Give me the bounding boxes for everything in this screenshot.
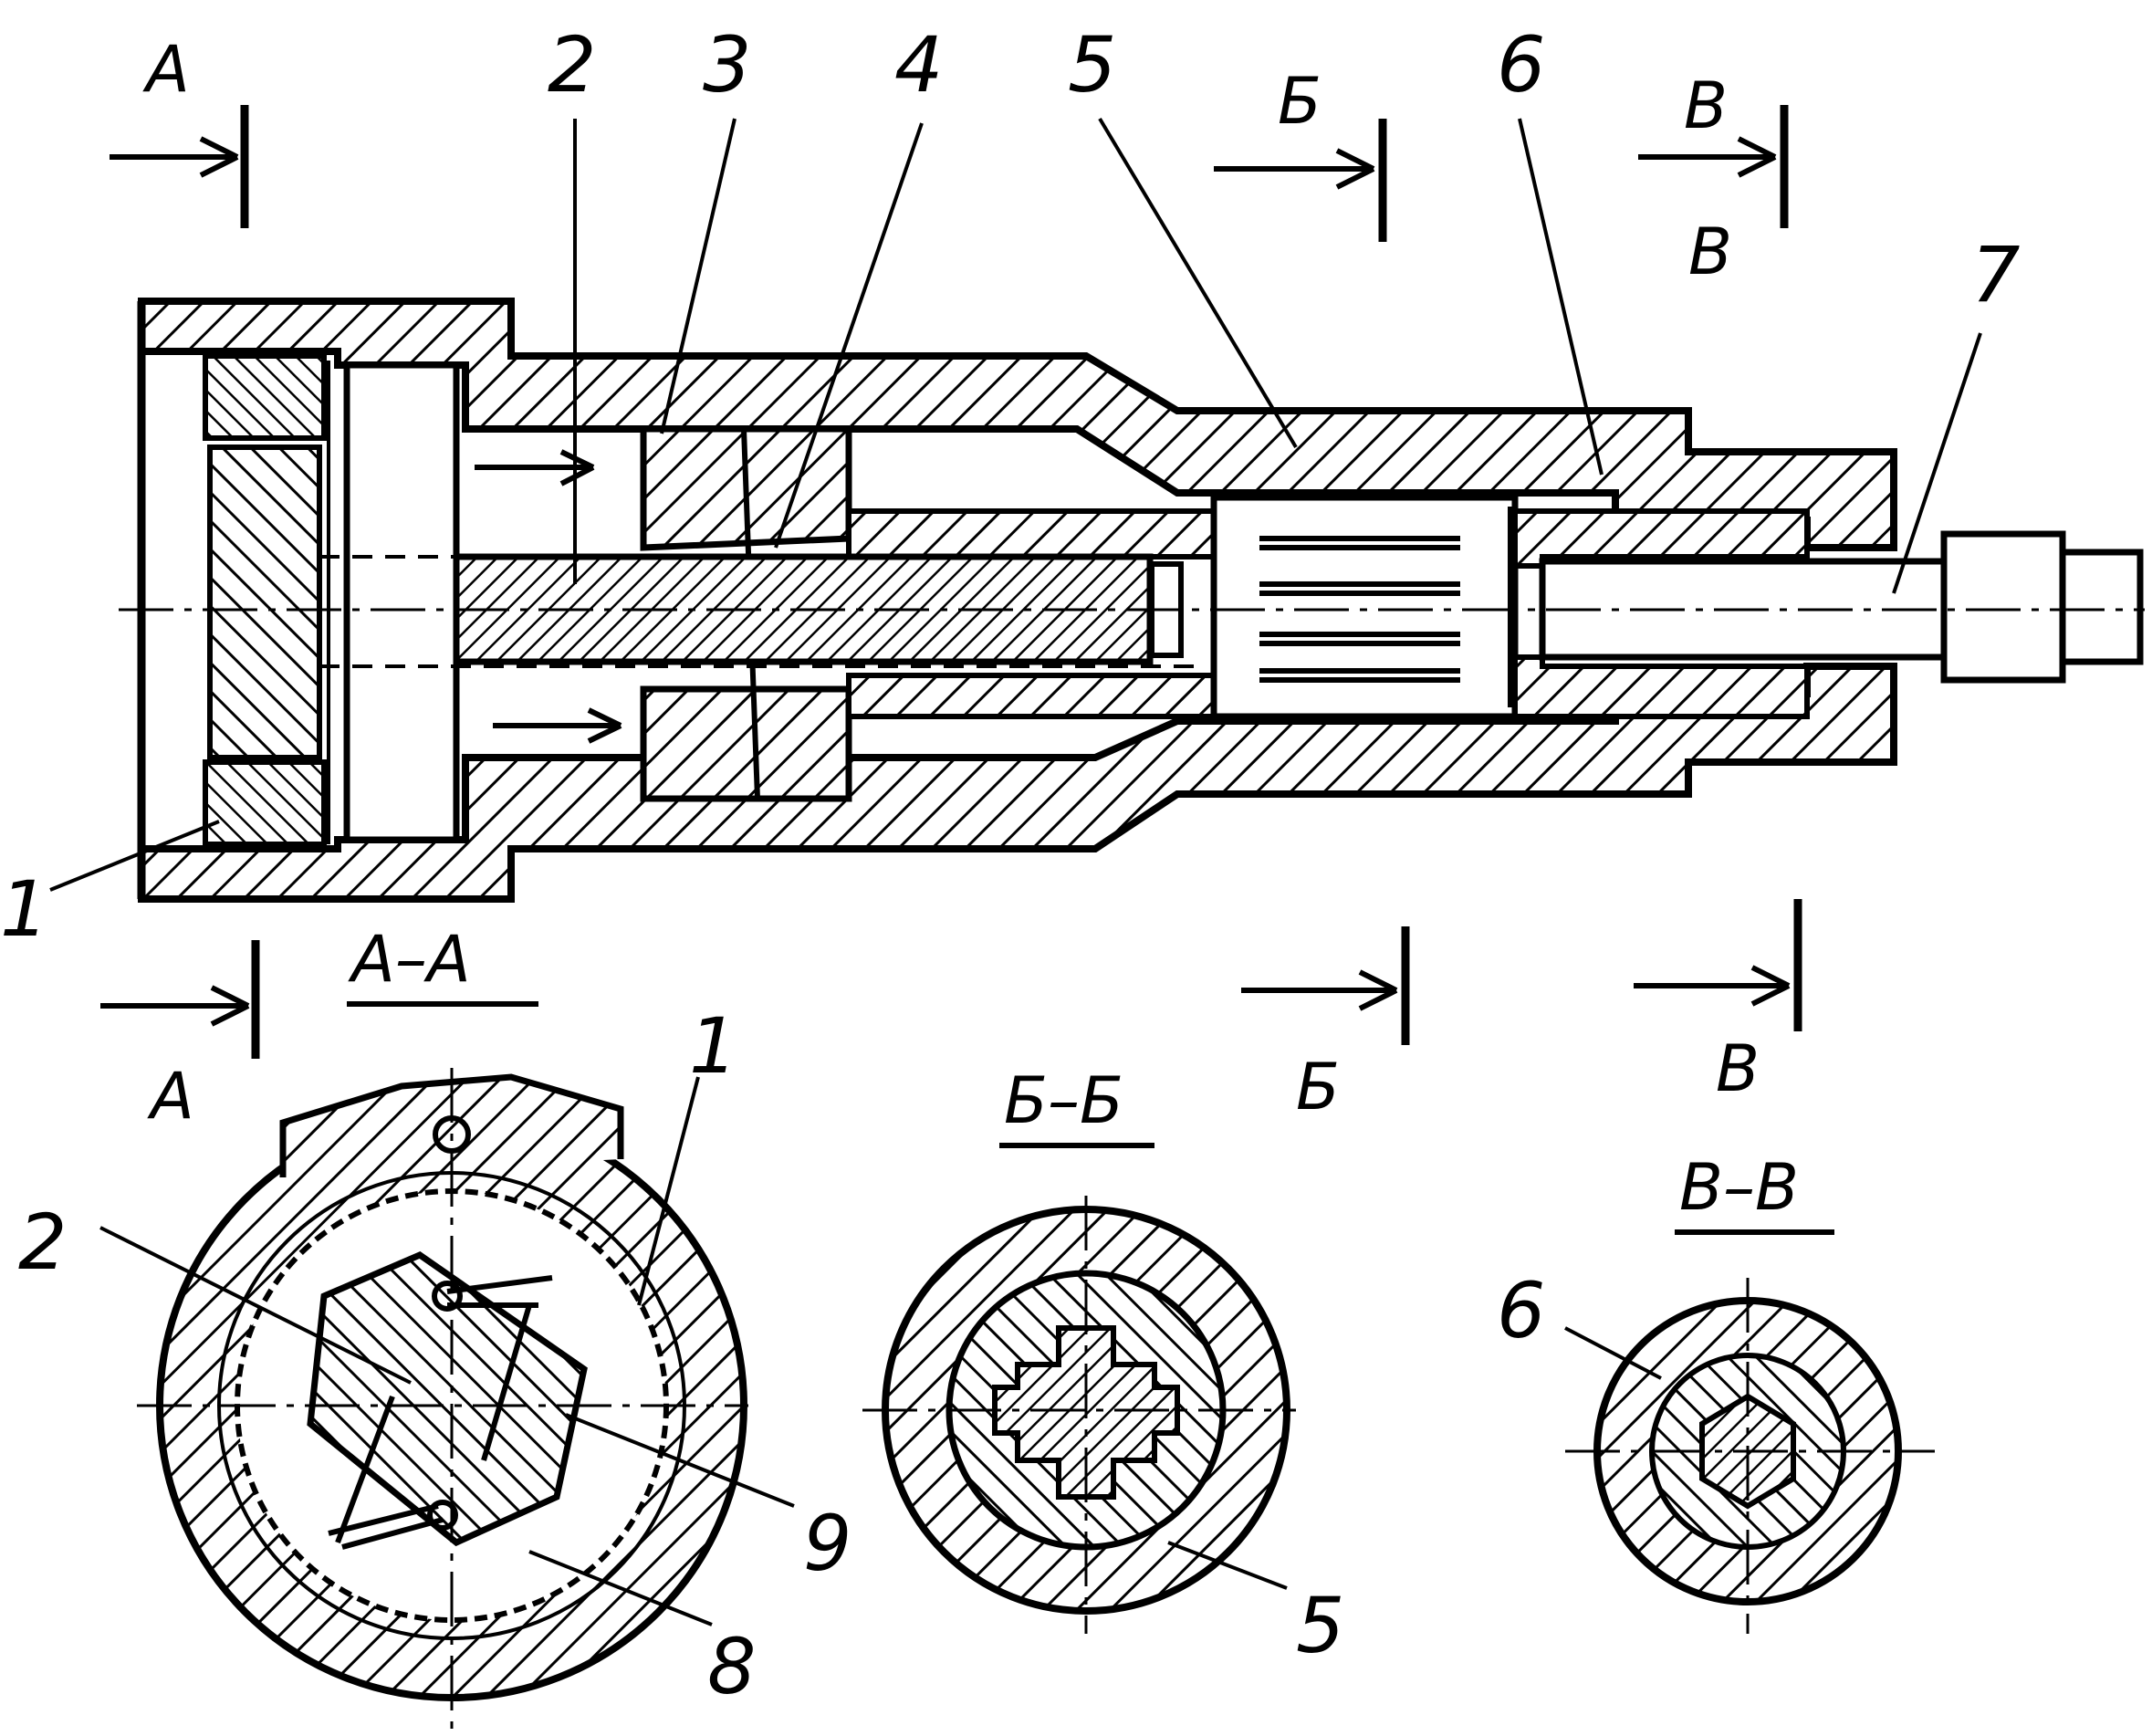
section-a-a-view (137, 1068, 748, 1734)
aa-pawl-upper (446, 1275, 553, 1308)
label-part-7: 7 (1971, 230, 2020, 319)
label-part-5-bb: 5 (1296, 1581, 1344, 1670)
label-part-2-aa: 2 (18, 1197, 67, 1287)
section-b-b-view (862, 1196, 1296, 1634)
mark-v-top-2: В (1688, 214, 1732, 289)
label-part-5-main: 5 (1068, 20, 1116, 110)
label-part-4: 4 (894, 20, 943, 110)
mark-a-bottom: А (147, 1059, 194, 1134)
leader-lines (49, 117, 1982, 1626)
section-titles: А–А Б–Б В–В (347, 922, 1834, 1235)
output-bushing-upper (1512, 508, 1810, 569)
rotor-disc (343, 361, 460, 843)
title-section-b-b: Б–Б (1004, 1063, 1123, 1138)
output-bushing-lower (1512, 654, 1810, 719)
aa-rotor (307, 1251, 588, 1547)
label-part-3: 3 (703, 20, 751, 110)
rotor-ring-upper (203, 353, 327, 441)
label-part-6-vv: 6 (1497, 1266, 1545, 1355)
mark-b-bottom: Б (1296, 1050, 1340, 1124)
inner-sleeve-lower (846, 673, 1217, 719)
section-v-v-view (1565, 1278, 1935, 1634)
label-part-2-main: 2 (548, 20, 596, 110)
label-part-8: 8 (707, 1622, 756, 1711)
nut-lower (640, 685, 852, 802)
spline-slots (1259, 536, 1460, 683)
mark-v-bottom: В (1716, 1031, 1760, 1106)
rotor-ring-lower (203, 759, 327, 847)
mark-v-top: В (1684, 68, 1728, 143)
shaft-hex-head (1940, 530, 2066, 684)
mark-b-top: Б (1278, 64, 1321, 139)
main-section-view (119, 298, 2145, 903)
inner-sleeve-upper (846, 508, 1217, 559)
label-part-1-main: 1 (0, 864, 48, 954)
label-part-6-main: 6 (1497, 20, 1545, 110)
label-part-9: 9 (803, 1499, 851, 1588)
title-section-a-a: А–А (348, 922, 471, 997)
aa-top-lug (279, 1073, 624, 1177)
part-labels: 1 2 3 4 5 6 7 2 1 9 8 5 6 (0, 20, 2020, 1711)
rotor-body (207, 444, 322, 760)
shaft-tip (2059, 549, 2144, 665)
aa-pawl-lower (328, 1503, 444, 1550)
label-part-1-aa: 1 (689, 1001, 737, 1091)
section-mark-labels: А А Б Б В В В (142, 32, 1760, 1134)
spline-coupling (1210, 494, 1519, 720)
title-section-v-v: В–В (1679, 1150, 1799, 1225)
section-markers (100, 105, 1802, 1059)
flow-arrow-lower (493, 707, 622, 744)
mark-a-top: А (142, 32, 190, 107)
